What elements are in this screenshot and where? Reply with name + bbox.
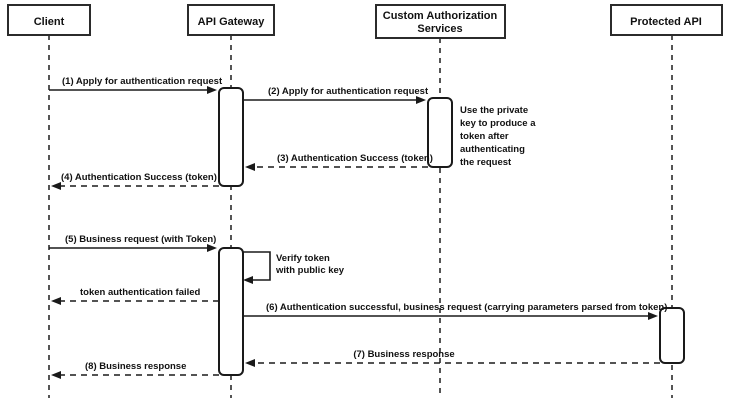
participant-box-client[interactable] (7, 4, 91, 36)
message-6-label: (6) Authentication successful, business … (266, 302, 667, 313)
activation-gateway-auth[interactable] (218, 87, 244, 187)
participant-box-custom-authorization-services[interactable] (375, 4, 506, 39)
note-private-key-line-1: Use the private (460, 105, 528, 116)
message-self-arrowhead-icon (243, 276, 253, 284)
message-self-label-line2: with public key (275, 265, 345, 276)
note-private-key-line-3: token after (460, 131, 509, 142)
message-5-arrowhead-icon (207, 244, 217, 252)
participant-label-custom-authorization-services-line1: Custom Authorization (383, 10, 498, 22)
participant-custom-authorization-services[interactable]: Custom Authorization Services (375, 4, 506, 39)
message-token-authentication-failed[interactable]: token authentication failed (51, 287, 219, 305)
message-2-arrowhead-icon (416, 96, 426, 104)
message-1-apply-for-authentication-request[interactable]: (1) Apply for authentication request (49, 76, 223, 94)
message-6-authentication-successful-business-request[interactable]: (6) Authentication successful, business … (243, 302, 667, 320)
participant-box-protected-api[interactable] (610, 4, 723, 36)
message-8-business-response[interactable]: (8) Business response (51, 361, 219, 379)
message-7-business-response[interactable]: (7) Business response (245, 349, 660, 367)
participant-protected-api[interactable]: Protected API (610, 4, 723, 36)
note-private-key-line-5: the request (460, 157, 512, 168)
message-1-arrowhead-icon (207, 86, 217, 94)
message-7-arrowhead-icon (245, 359, 255, 367)
note-private-key-line-2: key to produce a (460, 118, 536, 129)
message-fail-arrowhead-icon (51, 297, 61, 305)
message-8-label: (8) Business response (85, 361, 186, 372)
message-2-apply-for-authentication-request[interactable]: (2) Apply for authentication request (243, 86, 429, 104)
message-1-label: (1) Apply for authentication request (62, 76, 223, 87)
message-fail-label: token authentication failed (80, 287, 201, 298)
message-6-arrowhead-icon (648, 312, 658, 320)
message-self-label-line1: Verify token (276, 253, 330, 264)
message-self-verify-token[interactable]: Verify token with public key (243, 251, 345, 284)
participant-box-api-gateway[interactable] (187, 4, 275, 36)
participant-label-api-gateway: API Gateway (198, 16, 266, 28)
message-5-business-request-with-token[interactable]: (5) Business request (with Token) (49, 234, 217, 252)
participant-label-custom-authorization-services-line2: Services (417, 23, 462, 35)
activations-group (218, 87, 685, 376)
message-2-label: (2) Apply for authentication request (268, 86, 429, 97)
message-4-arrowhead-icon (51, 182, 61, 190)
note-private-key-line-4: authenticating (460, 144, 525, 155)
message-self-line (243, 251, 271, 281)
participant-client[interactable]: Client (7, 4, 91, 36)
note-private-key: Use the private key to produce a token a… (460, 105, 536, 168)
message-4-label: (4) Authentication Success (token) (61, 172, 217, 183)
participant-label-client: Client (34, 16, 65, 28)
message-3-label: (3) Authentication Success (token) (277, 153, 433, 164)
message-3-authentication-success-token[interactable]: (3) Authentication Success (token) (245, 153, 433, 171)
activation-auth-service[interactable] (427, 97, 453, 168)
message-4-authentication-success-token[interactable]: (4) Authentication Success (token) (51, 172, 219, 190)
participant-label-protected-api: Protected API (630, 16, 702, 28)
activation-gateway-business[interactable] (218, 247, 244, 376)
message-8-arrowhead-icon (51, 371, 61, 379)
message-7-label: (7) Business response (353, 349, 454, 360)
message-3-arrowhead-icon (245, 163, 255, 171)
participant-api-gateway[interactable]: API Gateway (187, 4, 275, 36)
message-5-label: (5) Business request (with Token) (65, 234, 216, 245)
activation-protected-api[interactable] (659, 307, 685, 364)
